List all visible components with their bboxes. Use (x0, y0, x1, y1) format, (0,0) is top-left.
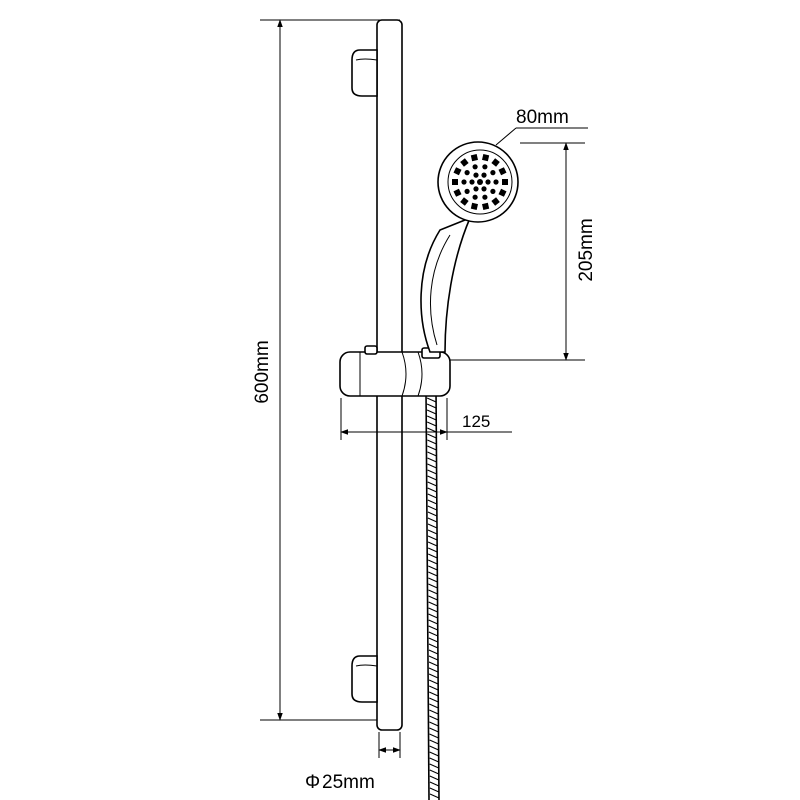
bottom-wall-bracket (351, 655, 378, 703)
bracket-offset-label: 125 (462, 412, 490, 431)
shower-hose (425, 389, 440, 800)
nozzle (473, 186, 479, 192)
nozzle (470, 154, 478, 162)
nozzle (469, 179, 475, 185)
nozzle-pattern (452, 154, 508, 210)
height-dimension: 600mm (252, 19, 400, 721)
head-diameter-dimension: 80mm (495, 107, 588, 146)
nozzle (498, 167, 507, 176)
nozzle (493, 179, 499, 185)
rail-diameter-dimension: Φ 25mm (305, 732, 401, 793)
head-diameter-label: 80mm (516, 107, 569, 128)
nozzle (470, 202, 478, 210)
nozzle (460, 158, 469, 167)
nozzle (490, 188, 496, 194)
nozzle (502, 179, 508, 185)
nozzle (491, 158, 500, 167)
nozzle (481, 186, 487, 192)
nozzle (452, 179, 458, 185)
nozzle (472, 194, 478, 200)
nozzle (473, 172, 479, 178)
height-label: 600mm (252, 340, 273, 403)
nozzle (482, 194, 488, 200)
bracket-offset-dimension: 125 (340, 398, 512, 440)
nozzle (453, 167, 462, 176)
nozzle (491, 197, 500, 206)
nozzle (482, 164, 488, 170)
top-wall-bracket (351, 49, 378, 97)
nozzle (453, 188, 462, 197)
sliding-holder (339, 345, 451, 397)
nozzle (472, 164, 478, 170)
nozzle (464, 170, 470, 176)
handset-length-label: 205mm (576, 218, 597, 281)
nozzle (490, 170, 496, 176)
nozzle (477, 179, 483, 185)
rail-diameter-symbol: Φ (305, 772, 320, 793)
nozzle (481, 172, 487, 178)
handset-handle (420, 216, 472, 353)
nozzle (498, 188, 507, 197)
handset-length-dimension: 205mm (450, 142, 597, 361)
nozzle (485, 179, 491, 185)
nozzle (464, 188, 470, 194)
hand-shower (420, 141, 519, 353)
nozzle (482, 154, 490, 162)
rail-diameter-label: 25mm (322, 772, 375, 793)
nozzle (482, 202, 490, 210)
nozzle (461, 179, 467, 185)
nozzle (460, 197, 469, 206)
